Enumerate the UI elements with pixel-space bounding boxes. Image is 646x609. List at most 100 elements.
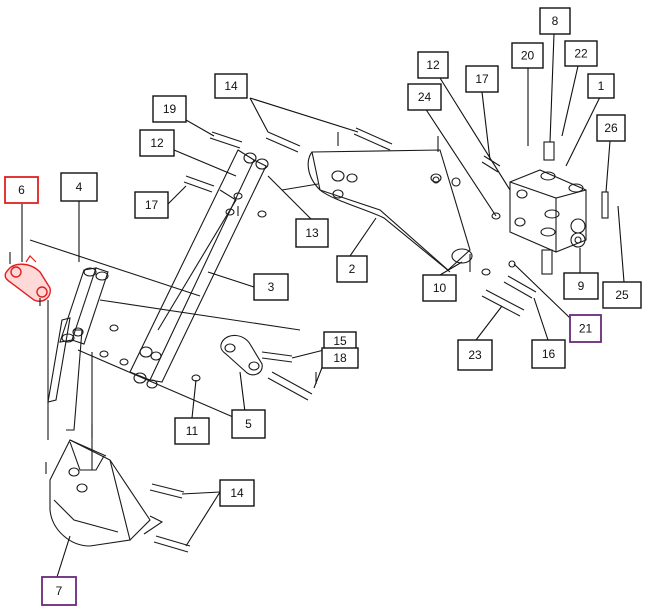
pin-14-top-right bbox=[353, 127, 393, 151]
callout-number: 1 bbox=[598, 79, 605, 93]
callout-number: 12 bbox=[426, 58, 440, 72]
callout-labels: 1234567891011121213141415161717181920212… bbox=[4, 7, 642, 606]
callout-box bbox=[539, 7, 571, 35]
callout-6[interactable]: 6 bbox=[4, 176, 39, 204]
callout-box bbox=[4, 176, 39, 204]
pin-9-stack bbox=[541, 249, 553, 275]
callout-box bbox=[511, 42, 544, 69]
callout-8[interactable]: 8 bbox=[539, 7, 571, 35]
callout-number: 17 bbox=[145, 198, 159, 212]
callout-number: 15 bbox=[333, 334, 347, 348]
pin-15-18 bbox=[261, 351, 293, 363]
pin-17-left bbox=[183, 175, 215, 193]
callout-box bbox=[602, 281, 642, 309]
pins bbox=[149, 127, 609, 553]
callout-19[interactable]: 19 bbox=[152, 95, 187, 123]
callout-number: 3 bbox=[268, 280, 275, 294]
callout-box bbox=[253, 273, 289, 301]
callout-number: 12 bbox=[150, 136, 164, 150]
callout-number: 21 bbox=[579, 322, 593, 336]
callout-box bbox=[596, 114, 626, 142]
pin-19 bbox=[209, 131, 243, 149]
callout-9[interactable]: 9 bbox=[563, 272, 599, 300]
pin-14-top-left bbox=[265, 131, 301, 153]
swing-bracket-part[interactable] bbox=[509, 169, 587, 253]
callout-number: 16 bbox=[542, 347, 556, 361]
callout-4[interactable]: 4 bbox=[60, 172, 98, 202]
callout-24[interactable]: 24 bbox=[407, 83, 442, 111]
callout-number: 7 bbox=[56, 584, 63, 598]
callout-number: 24 bbox=[418, 90, 432, 104]
callout-box bbox=[336, 255, 368, 283]
pin-23 bbox=[481, 289, 525, 317]
bushings bbox=[99, 176, 516, 382]
callout-box bbox=[417, 51, 449, 79]
callout-25[interactable]: 25 bbox=[602, 281, 642, 309]
callout-22[interactable]: 22 bbox=[564, 40, 598, 67]
callout-box bbox=[134, 191, 169, 219]
dipper-stick-part[interactable] bbox=[47, 267, 109, 431]
callout-box bbox=[231, 409, 266, 439]
callout-16[interactable]: 16 bbox=[531, 339, 566, 369]
pin-16 bbox=[503, 275, 537, 299]
callout-box bbox=[563, 272, 599, 300]
callout-7[interactable]: 7 bbox=[41, 576, 77, 606]
callout-21[interactable]: 21 bbox=[569, 314, 602, 343]
boom-part[interactable] bbox=[129, 149, 269, 389]
callout-23[interactable]: 23 bbox=[457, 339, 493, 371]
callout-13[interactable]: 13 bbox=[295, 218, 329, 248]
callout-number: 6 bbox=[18, 183, 25, 197]
callout-20[interactable]: 20 bbox=[511, 42, 544, 69]
callout-number: 20 bbox=[521, 49, 535, 63]
callout-number: 23 bbox=[468, 348, 482, 362]
callout-5[interactable]: 5 bbox=[231, 409, 266, 439]
callout-17[interactable]: 17 bbox=[134, 191, 169, 219]
callout-number: 17 bbox=[475, 72, 489, 86]
callout-2[interactable]: 2 bbox=[336, 255, 368, 283]
callout-box bbox=[41, 576, 77, 606]
link-part-5[interactable] bbox=[220, 334, 263, 376]
callout-1[interactable]: 1 bbox=[587, 73, 615, 99]
exploded-parts-drawing bbox=[4, 127, 609, 553]
leader-lines bbox=[21, 33, 625, 578]
main-boom-part[interactable] bbox=[281, 149, 473, 273]
callout-box bbox=[139, 129, 175, 157]
callout-10[interactable]: 10 bbox=[422, 274, 457, 302]
callout-box bbox=[174, 417, 210, 445]
callout-box bbox=[465, 65, 499, 93]
callout-number: 14 bbox=[224, 79, 238, 93]
callout-14[interactable]: 14 bbox=[219, 479, 255, 507]
callout-number: 5 bbox=[245, 417, 252, 431]
callout-number: 22 bbox=[574, 47, 588, 61]
callout-box bbox=[295, 218, 329, 248]
callout-number: 9 bbox=[578, 279, 585, 293]
callout-15[interactable]: 15 bbox=[323, 331, 357, 351]
callout-number: 8 bbox=[552, 14, 559, 28]
callout-number: 26 bbox=[604, 121, 618, 135]
callout-box bbox=[214, 73, 248, 99]
callout-3[interactable]: 3 bbox=[253, 273, 289, 301]
bucket-part[interactable] bbox=[49, 439, 164, 547]
pin-14-bottom-a bbox=[149, 483, 185, 499]
callout-box bbox=[219, 479, 255, 507]
callout-box bbox=[422, 274, 457, 302]
callout-box bbox=[564, 40, 598, 67]
callout-14[interactable]: 14 bbox=[214, 73, 248, 99]
pin-14-bottom-b bbox=[153, 535, 191, 553]
callout-18[interactable]: 18 bbox=[321, 347, 359, 369]
callout-12[interactable]: 12 bbox=[417, 51, 449, 79]
pin-8 bbox=[543, 141, 555, 161]
callout-number: 14 bbox=[230, 486, 244, 500]
pin-26 bbox=[601, 191, 609, 219]
link-part-6[interactable] bbox=[4, 255, 51, 302]
callout-box bbox=[531, 339, 566, 369]
callout-17[interactable]: 17 bbox=[465, 65, 499, 93]
callout-box bbox=[587, 73, 615, 99]
callout-number: 13 bbox=[305, 226, 319, 240]
callout-12[interactable]: 12 bbox=[139, 129, 175, 157]
callout-26[interactable]: 26 bbox=[596, 114, 626, 142]
callout-11[interactable]: 11 bbox=[174, 417, 210, 445]
callout-box bbox=[457, 339, 493, 371]
callout-number: 11 bbox=[186, 424, 199, 438]
